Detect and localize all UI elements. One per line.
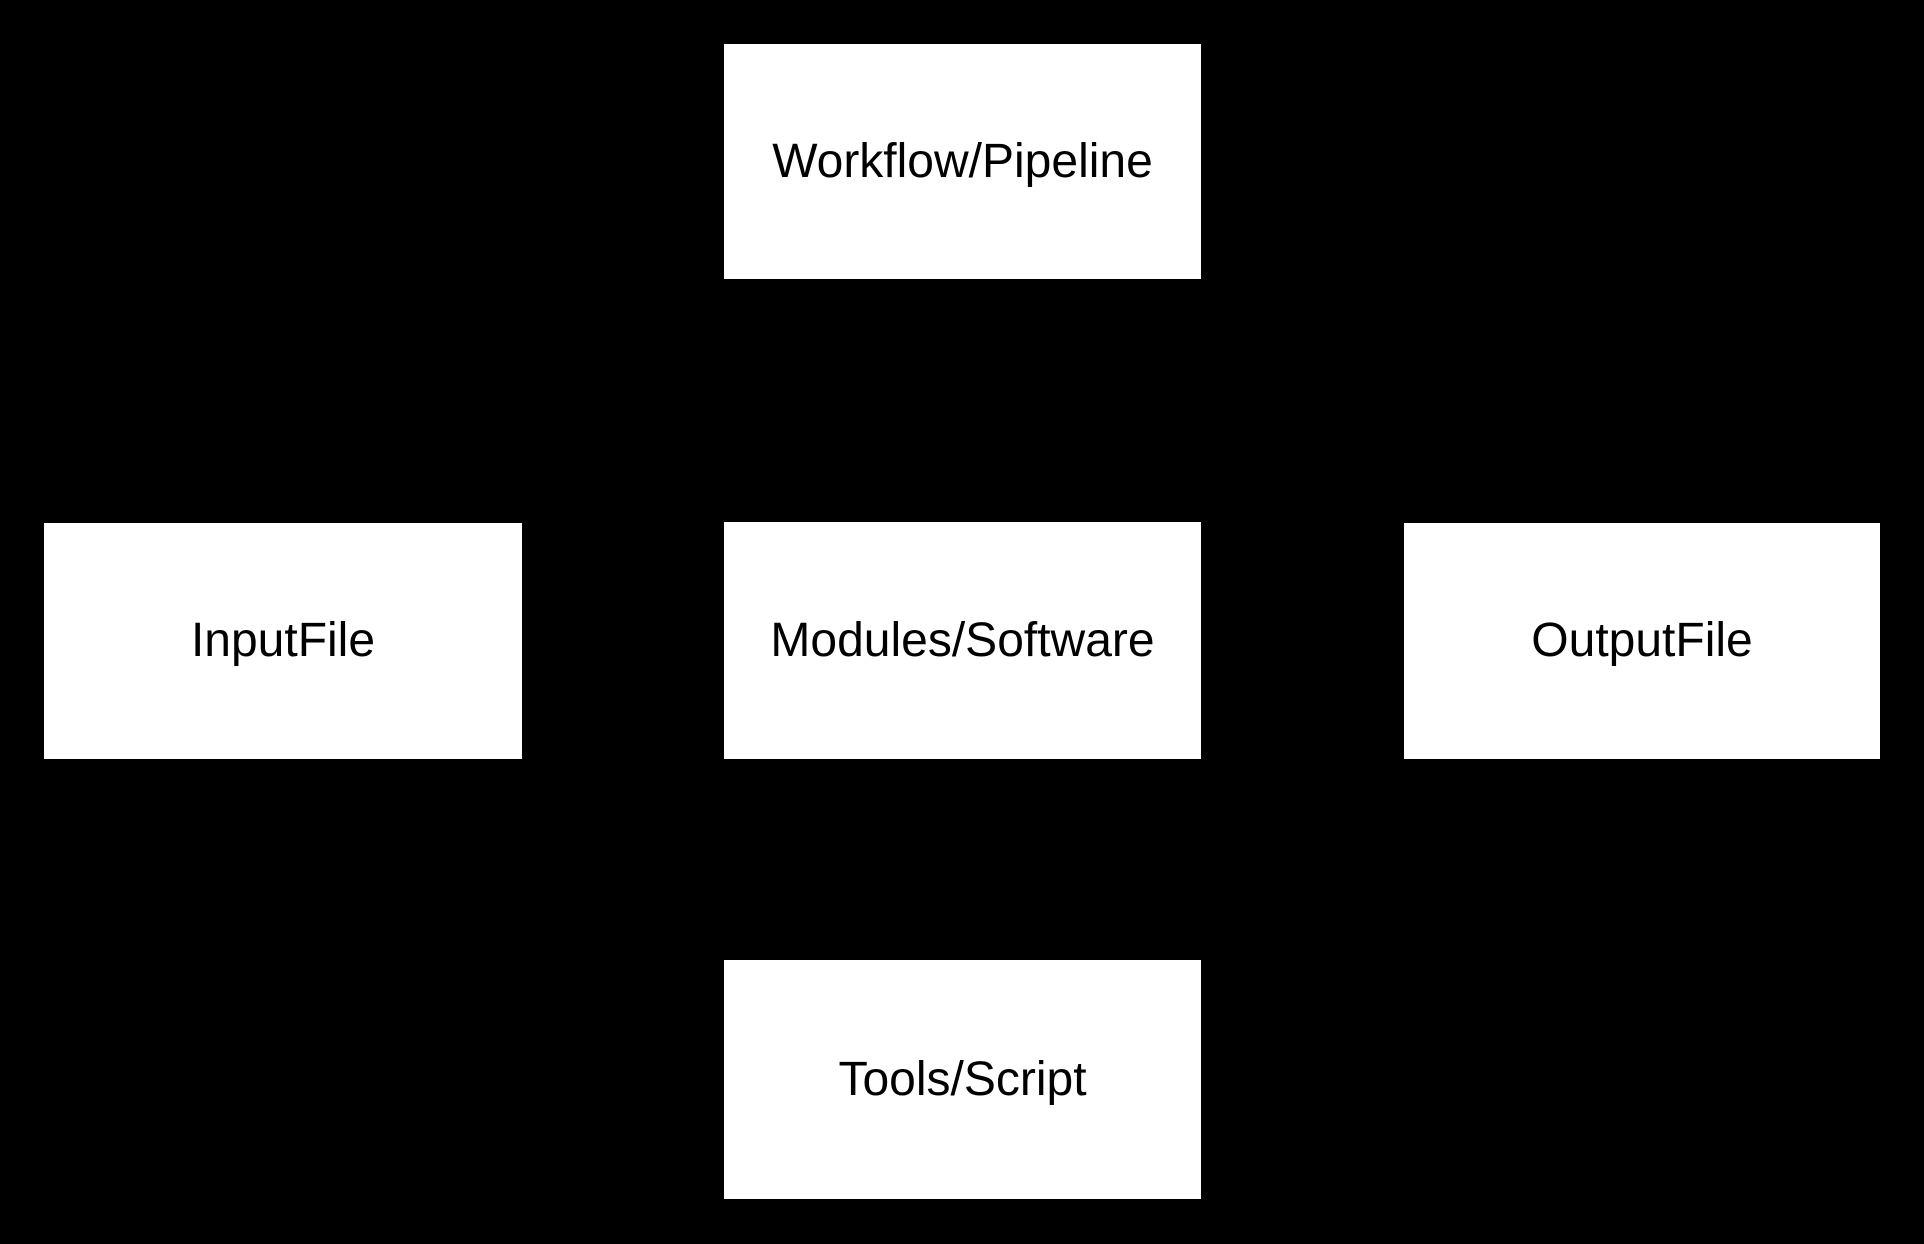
node-workflow-pipeline-label: Workflow/Pipeline [772,134,1153,188]
node-workflow-pipeline: Workflow/Pipeline [724,44,1201,279]
node-input-file: InputFile [44,523,522,759]
node-modules-software-label: Modules/Software [770,613,1155,667]
node-output-file: OutputFile [1404,523,1880,759]
node-tools-script: Tools/Script [724,960,1201,1199]
node-modules-software: Modules/Software [724,522,1201,759]
node-input-file-label: InputFile [190,614,376,667]
node-output-file-label: OutputFile [1531,614,1753,667]
node-tools-script-label: Tools/Script [838,1052,1087,1106]
